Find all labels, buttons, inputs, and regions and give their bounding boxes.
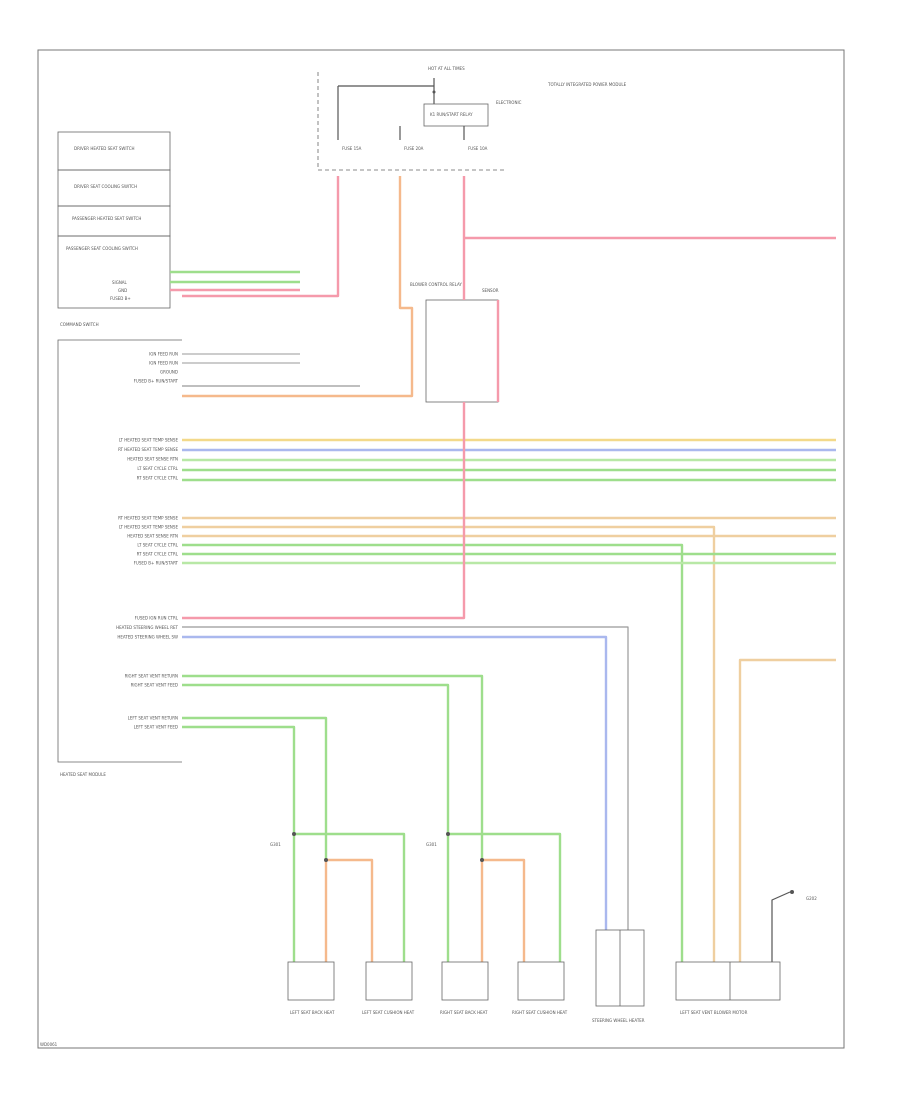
fuse-block-top-label: HOT AT ALL TIMES — [428, 66, 465, 71]
hsm-pin-label: LT SEAT CYCLE CTRL — [137, 543, 178, 548]
ground-blower — [790, 890, 794, 894]
hsm-pin-label: LT SEAT CYCLE CTRL — [137, 466, 178, 471]
hsm-pin-label: RT HEATED SEAT TEMP SENSE — [118, 447, 178, 452]
hsm-pin-label: RT HEATED SEAT TEMP SENSE — [118, 516, 178, 521]
wire-harness — [170, 176, 836, 962]
wire-right-heat-bus — [448, 832, 562, 962]
fuse-block: HOT AT ALL TIMES K1 RUN/START RELAY ELEC… — [317, 66, 627, 171]
switch-row-3: PASSENGER HEATED SEAT SWITCH — [72, 216, 141, 221]
wire-steering-ret — [182, 626, 629, 930]
component-label-3: RIGHT SEAT BACK HEAT — [440, 1010, 488, 1015]
wire-blower-feed — [738, 658, 836, 962]
hsm-pin-label: GROUND — [160, 370, 178, 375]
hsm-pin-label: IGN FEED RUN — [149, 352, 178, 357]
wire-left-heat-bus — [294, 832, 406, 962]
splice-left-1 — [292, 832, 296, 836]
relay-box-label: BLOWER CONTROL RELAY — [410, 282, 462, 287]
wire-right-vent-feed — [182, 683, 450, 834]
hsm-pin-label: RIGHT SEAT VENT RETURN — [125, 674, 178, 679]
left-seat-back-heater — [287, 961, 335, 1001]
wire-left-cushion-heat — [326, 858, 374, 962]
hsm-pin-label: FUSED IGN RUN CTRL — [135, 616, 179, 621]
hsm-pin-label: LT HEATED SEAT TEMP SENSE — [119, 438, 179, 443]
component-label-5: STEERING WHEEL HEATER — [592, 1018, 645, 1023]
wire-lt-temp-2 — [182, 525, 716, 962]
right-seat-back-heater — [441, 961, 489, 1001]
hsm-pin-label: IGN FEED RUN — [149, 361, 178, 366]
hsm-pin-label: HEATED STEERING WHEEL SW — [117, 635, 178, 640]
switch-row-4: PASSENGER SEAT COOLING SWITCH — [66, 246, 138, 251]
fuse-1-label: FUSE 15A — [342, 146, 362, 151]
hsm-pin-label: HEATED SEAT SENSE RTN — [127, 534, 178, 539]
left-seat-cushion-heater — [365, 961, 413, 1001]
ground-label-3: G202 — [806, 896, 817, 901]
hsm-pin-label: HEATED SEAT SENSE RTN — [127, 457, 178, 462]
wire-left-vent-return — [182, 716, 328, 860]
seat-switch-module: DRIVER HEATED SEAT SWITCH DRIVER SEAT CO… — [57, 131, 171, 327]
component-label-1: LEFT SEAT BACK HEAT — [290, 1010, 335, 1015]
component-label-6: LEFT SEAT VENT BLOWER MOTOR — [680, 1010, 748, 1015]
switch-pin-2: GND — [118, 288, 127, 293]
diagram-frame — [37, 49, 845, 1049]
relay-box-label-2: SENSOR — [482, 288, 499, 293]
component-label-2: LEFT SEAT CUSHION HEAT — [362, 1010, 415, 1015]
left-seat-vent-blower — [675, 961, 781, 1001]
ground-label-2: G301 — [426, 842, 437, 847]
switch-row-2: DRIVER SEAT COOLING SWITCH — [74, 184, 137, 189]
electronic-label: ELECTRONIC — [496, 100, 522, 105]
hsm-pin-label: RT SEAT CYCLE CTRL — [137, 552, 179, 557]
hsm-pin-label: LEFT SEAT VENT RETURN — [128, 716, 178, 721]
wire-right-cushion-heat — [482, 858, 526, 962]
right-seat-cushion-heater — [517, 961, 565, 1001]
splice-left-2 — [324, 858, 328, 862]
load-components: LEFT SEAT BACK HEAT LEFT SEAT CUSHION HE… — [270, 842, 817, 1023]
wire-switch-feed — [182, 176, 340, 298]
relay-box: BLOWER CONTROL RELAY SENSOR — [410, 282, 499, 403]
hsm-name: HEATED SEAT MODULE — [60, 772, 106, 777]
hsm-pin-label: LT HEATED SEAT TEMP SENSE — [119, 525, 179, 530]
component-label-4: RIGHT SEAT CUSHION HEAT — [512, 1010, 568, 1015]
ground-label-1: G301 — [270, 842, 281, 847]
hsm-pin-label: LEFT SEAT VENT FEED — [134, 725, 178, 730]
wire-steering-sw — [182, 635, 608, 930]
switch-pin-1: SIGNAL — [112, 280, 128, 285]
wire-fused-run-start — [182, 176, 414, 398]
footer-code: WD0061 — [40, 1042, 58, 1047]
wire-lt-cycle-2 — [182, 543, 684, 962]
hsm-pin-label: HEATED STEERING WHEEL RET — [116, 625, 178, 630]
wire-left-vent-feed — [182, 725, 296, 834]
hsm-pin-label: RT SEAT CYCLE CTRL — [137, 476, 179, 481]
wire-blower-ground — [771, 891, 791, 962]
wire-right-vent-return — [182, 674, 484, 860]
wire-ign-run — [182, 402, 466, 620]
hsm-pin-label: FUSED B+ RUN/START — [134, 561, 179, 566]
heated-seat-module: HEATED SEAT MODULE IGN FEED RUN IGN FEED … — [57, 339, 182, 777]
switch-module-name: COMMAND SWITCH — [60, 322, 99, 327]
hsm-pin-label: FUSED B+ RUN/START — [134, 379, 179, 384]
power-module-note: TOTALLY INTEGRATED POWER MODULE — [547, 82, 627, 87]
switch-row-1: DRIVER HEATED SEAT SWITCH — [74, 146, 135, 151]
splice-right-2 — [480, 858, 484, 862]
switch-pin-3: FUSED B+ — [110, 296, 131, 301]
fuse-2-label: FUSE 20A — [404, 146, 424, 151]
fuse-3-label: FUSE 10A — [468, 146, 488, 151]
relay-label: K1 RUN/START RELAY — [430, 112, 473, 117]
splice-right-1 — [446, 832, 450, 836]
hsm-pin-label: RIGHT SEAT VENT FEED — [131, 683, 178, 688]
